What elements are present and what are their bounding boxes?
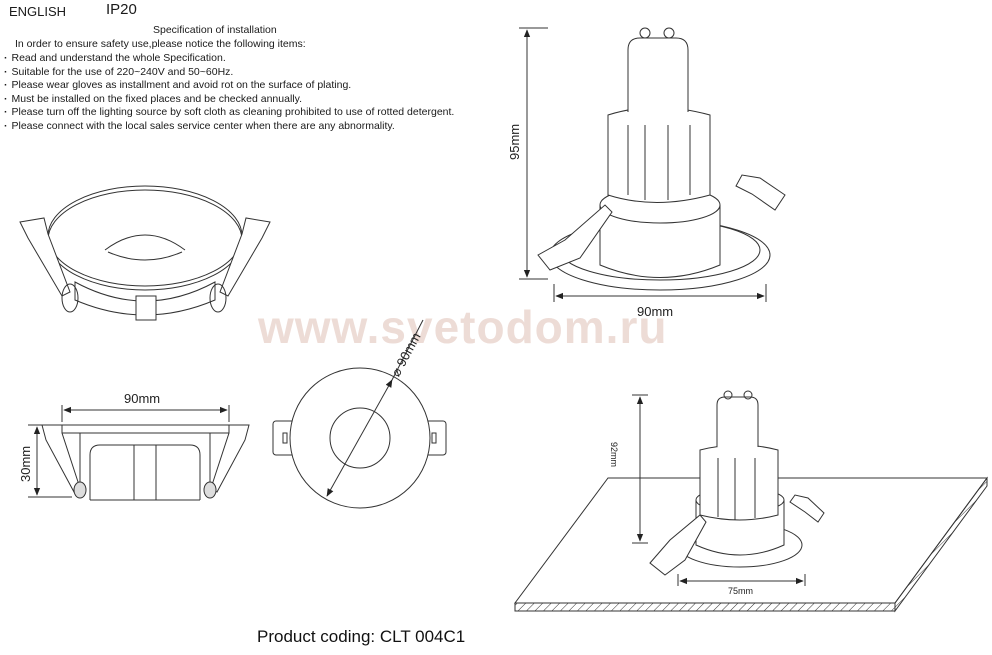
fixture-side-drawing — [28, 405, 250, 501]
spec-item: Please wear gloves as installment and av… — [4, 79, 454, 93]
dim-cutout-75: 75mm — [728, 586, 754, 596]
spec-title: Specification of installation — [153, 24, 277, 36]
dim-height-95: 95mm — [507, 123, 522, 160]
spec-item: Please turn off the lighting source by s… — [4, 106, 455, 120]
dim-height-30: 30mm — [18, 445, 33, 482]
watermark: www.svetodom.ru — [258, 301, 668, 353]
spec-item: Must be installed on the fixed places an… — [4, 93, 454, 107]
spec-intro: In order to ensure safety use,please not… — [15, 38, 306, 50]
spec-item: Read and understand the whole Specificat… — [4, 52, 454, 66]
spec-list: Read and understand the whole Specificat… — [4, 52, 455, 134]
spec-item: Please connect with the local sales serv… — [4, 120, 454, 134]
lamp-perspective-drawing — [519, 27, 786, 302]
ip-rating: IP20 — [106, 1, 137, 18]
spec-item: Suitable for the use of 220~240V and 50~… — [4, 66, 454, 80]
lamp-installed-drawing — [514, 390, 988, 613]
fixture-top-view-drawing — [272, 319, 447, 509]
product-coding: Product coding: CLT 004C1 — [257, 627, 466, 646]
dim-width-90-side: 90mm — [124, 391, 161, 406]
dim-height-92: 92mm — [609, 442, 619, 468]
dim-width-90-top: 90mm — [637, 304, 674, 319]
language-label: ENGLISH — [9, 4, 67, 19]
fixture-perspective-drawing — [19, 185, 271, 321]
